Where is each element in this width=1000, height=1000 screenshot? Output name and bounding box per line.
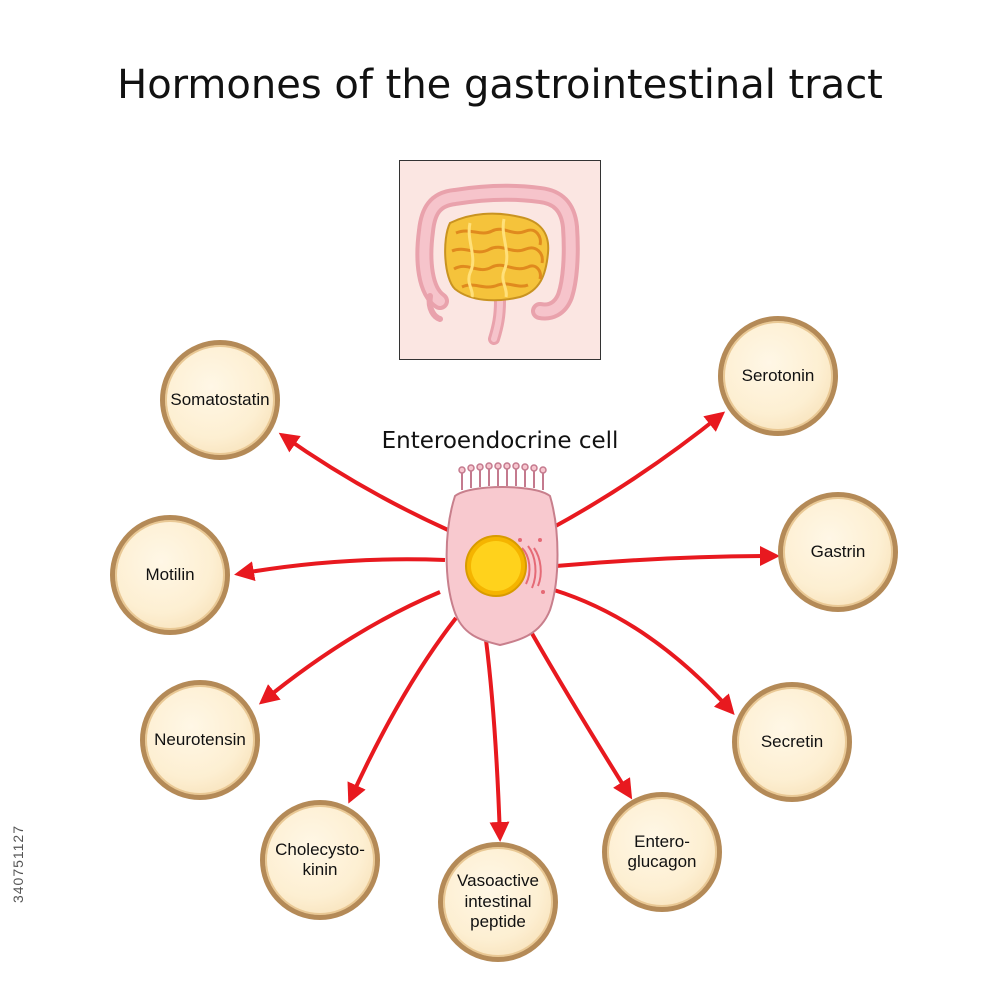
arrow-serotonin — [551, 411, 726, 530]
arrow-group — [234, 411, 780, 842]
arrow-secretin — [553, 588, 735, 715]
hormone-label: Secretin — [760, 731, 824, 751]
hormone-gastrin: Gastrin — [778, 492, 898, 612]
arrow-enteroglucagon — [528, 629, 633, 800]
hormone-label: Cholecysto- kinin — [275, 839, 365, 879]
arrow-gastrin — [555, 546, 780, 568]
arrow-somatostatin — [278, 432, 449, 532]
side-id-text: 340751127 — [10, 824, 26, 904]
hormone-label: Entero- glucagon — [627, 831, 697, 871]
hormone-label: Motilin — [145, 564, 195, 584]
hormone-label: Somatostatin — [170, 389, 270, 409]
hormone-label: Serotonin — [741, 365, 815, 385]
hormone-serotonin: Serotonin — [718, 316, 838, 436]
hormone-label: Vasoactive intestinal peptide — [457, 871, 539, 932]
hormone-enteroglucagon: Entero- glucagon — [602, 792, 722, 912]
hormone-secretin: Secretin — [732, 682, 852, 802]
arrow-motilin — [234, 557, 446, 582]
arrow-cholecystokinin — [347, 616, 458, 804]
arrow-vip — [484, 639, 510, 842]
hormone-vip: Vasoactive intestinal peptide — [438, 842, 558, 962]
hormone-cholecystokinin: Cholecysto- kinin — [260, 800, 380, 920]
enteroendocrine-cell-icon — [445, 462, 559, 647]
hormone-neurotensin: Neurotensin — [140, 680, 260, 800]
hormone-label: Neurotensin — [154, 729, 246, 749]
arrow-neurotensin — [258, 590, 441, 705]
diagram-title: Hormones of the gastrointestinal tract — [117, 62, 883, 108]
cell-label: Enteroendocrine cell — [381, 428, 619, 454]
intestine-illustration — [399, 160, 601, 360]
hormone-somatostatin: Somatostatin — [160, 340, 280, 460]
intestine-icon — [415, 183, 580, 345]
hormone-motilin: Motilin — [110, 515, 230, 635]
hormone-label: Gastrin — [810, 541, 866, 561]
